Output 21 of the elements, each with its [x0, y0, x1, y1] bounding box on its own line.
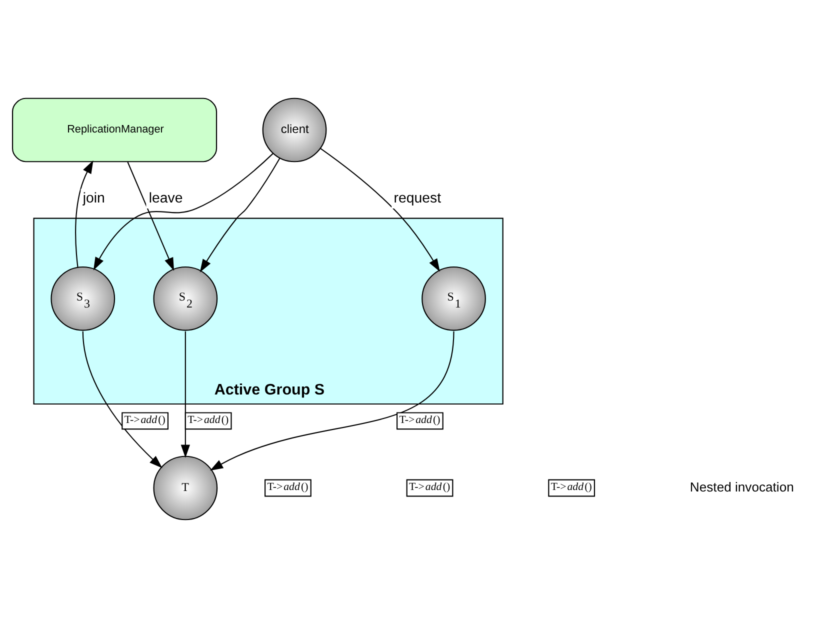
label: T->add() [267, 480, 308, 493]
node-circle: client [262, 97, 327, 162]
edge-label: request [394, 190, 442, 206]
node-box: ReplicationManager [12, 97, 218, 162]
arrow [320, 148, 440, 272]
edge-label: leave [148, 190, 183, 206]
arrow [82, 330, 162, 468]
arrow [127, 161, 174, 270]
arrow [180, 330, 190, 458]
arrow [200, 158, 280, 272]
arrow [210, 330, 454, 470]
arrow [75, 160, 94, 267]
node-circle: T [153, 455, 218, 520]
edge-label: join [82, 190, 105, 206]
edge-label: T->add() [124, 414, 166, 426]
edge-label: T->add() [188, 414, 229, 426]
label: T->add() [409, 480, 450, 493]
label: Nested invocation [690, 478, 794, 494]
label: T->add() [550, 480, 592, 493]
arrow [93, 152, 274, 270]
edge-label: T->add() [399, 414, 440, 426]
